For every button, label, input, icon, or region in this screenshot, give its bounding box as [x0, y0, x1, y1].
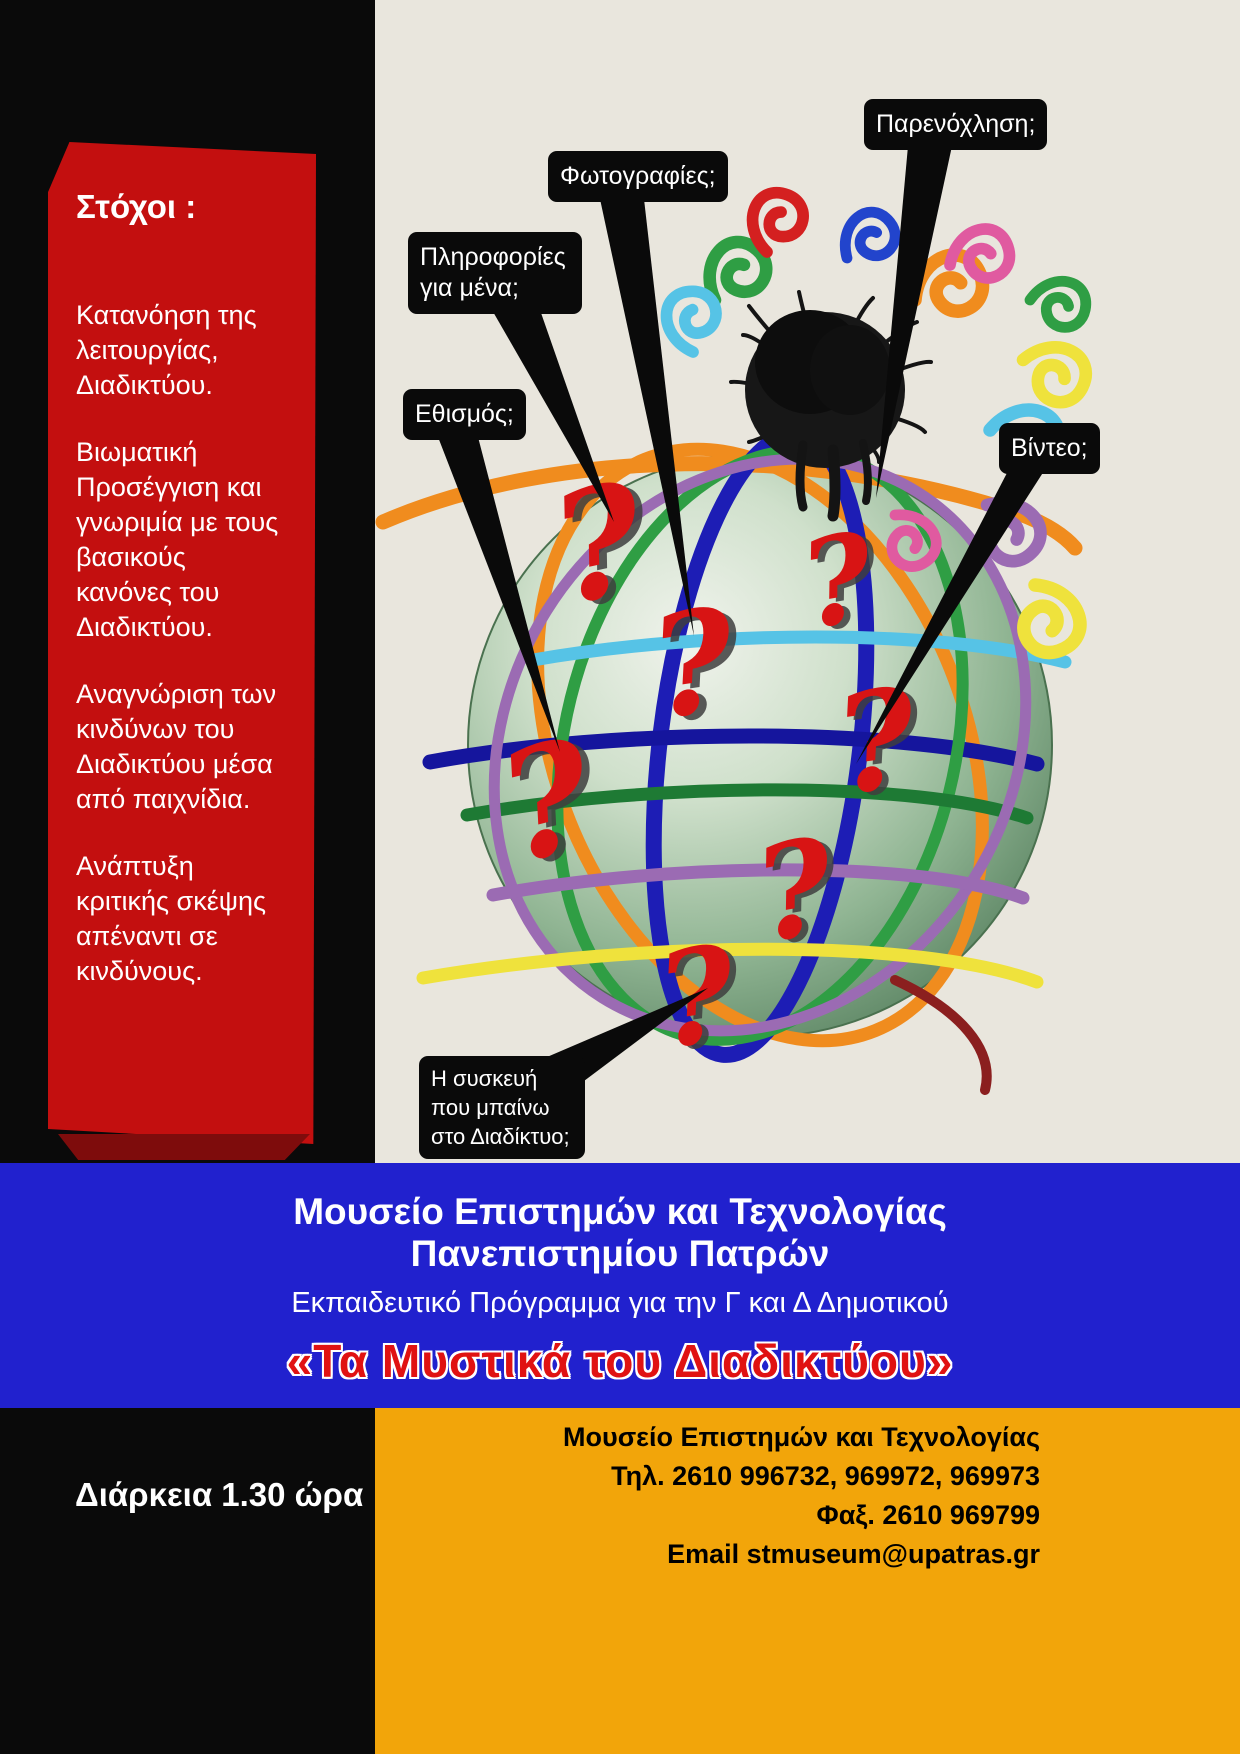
callout-personal-info: Πληροφορίες για μένα;	[408, 232, 582, 314]
goals-heading: Στόχοι :	[76, 188, 197, 225]
callout-device: Η συσκευή που μπαίνω στο Διαδίκτυο;	[419, 1056, 585, 1159]
contact-panel: Μουσείο Επιστημών και Τεχνολογίας Τηλ. 2…	[375, 1408, 1240, 1754]
museum-banner: Μουσείο Επιστημών και Τεχνολογίας Πανεπι…	[0, 1163, 1240, 1408]
contact-line-museum: Μουσείο Επιστημών και Τεχνολογίας	[563, 1422, 1040, 1452]
museum-name-line2: Πανεπιστημίου Πατρών	[410, 1233, 830, 1274]
program-subtitle: Εκπαιδευτικό Πρόγραμμα για την Γ και Δ Δ…	[291, 1287, 949, 1319]
contact-line-phone: Τηλ. 2610 996732, 969972, 969973	[611, 1461, 1040, 1491]
poster-title: «Τα Μυστικά του Διαδικτύου»	[286, 1335, 954, 1387]
contact-line-fax: Φαξ. 2610 969799	[816, 1500, 1040, 1530]
goal-item: Βιωματική Προσέγγιση και γνωριμία με του…	[76, 437, 279, 642]
contact-line-email: Email stmuseum@upatras.gr	[667, 1539, 1040, 1569]
globe-illustration: ? ? ? ? ? ? ? ? ? ?	[375, 0, 1240, 1095]
ribbon-fold	[58, 1134, 310, 1160]
goals-panel: Στόχοι : Κατανόηση της λειτουργίας, Διαδ…	[48, 142, 316, 1144]
callout-photos: Φωτογραφίες;	[548, 151, 728, 202]
duration-panel: Διάρκεια 1.30 ώρα	[0, 1408, 375, 1754]
museum-name-line1: Μουσείο Επιστημών και Τεχνολογίας	[293, 1191, 947, 1232]
illustration-area: ? ? ? ? ? ? ? ? ? ?	[375, 0, 1240, 1163]
goal-item: Κατανόηση της λειτουργίας, Διαδικτύου.	[76, 300, 257, 400]
duration-label: Διάρκεια 1.30 ώρα	[75, 1476, 364, 1513]
callout-video: Βίντεο;	[999, 423, 1100, 474]
callout-addiction: Εθισμός;	[403, 389, 526, 440]
goal-item: Ανάπτυξη κριτικής σκέψης απέναντι σε κιν…	[76, 851, 267, 986]
goal-item: Αναγνώριση των κινδύνων του Διαδικτύου μ…	[76, 679, 277, 814]
monster-body	[810, 325, 890, 415]
callout-harassment: Παρενόχληση;	[864, 99, 1048, 150]
